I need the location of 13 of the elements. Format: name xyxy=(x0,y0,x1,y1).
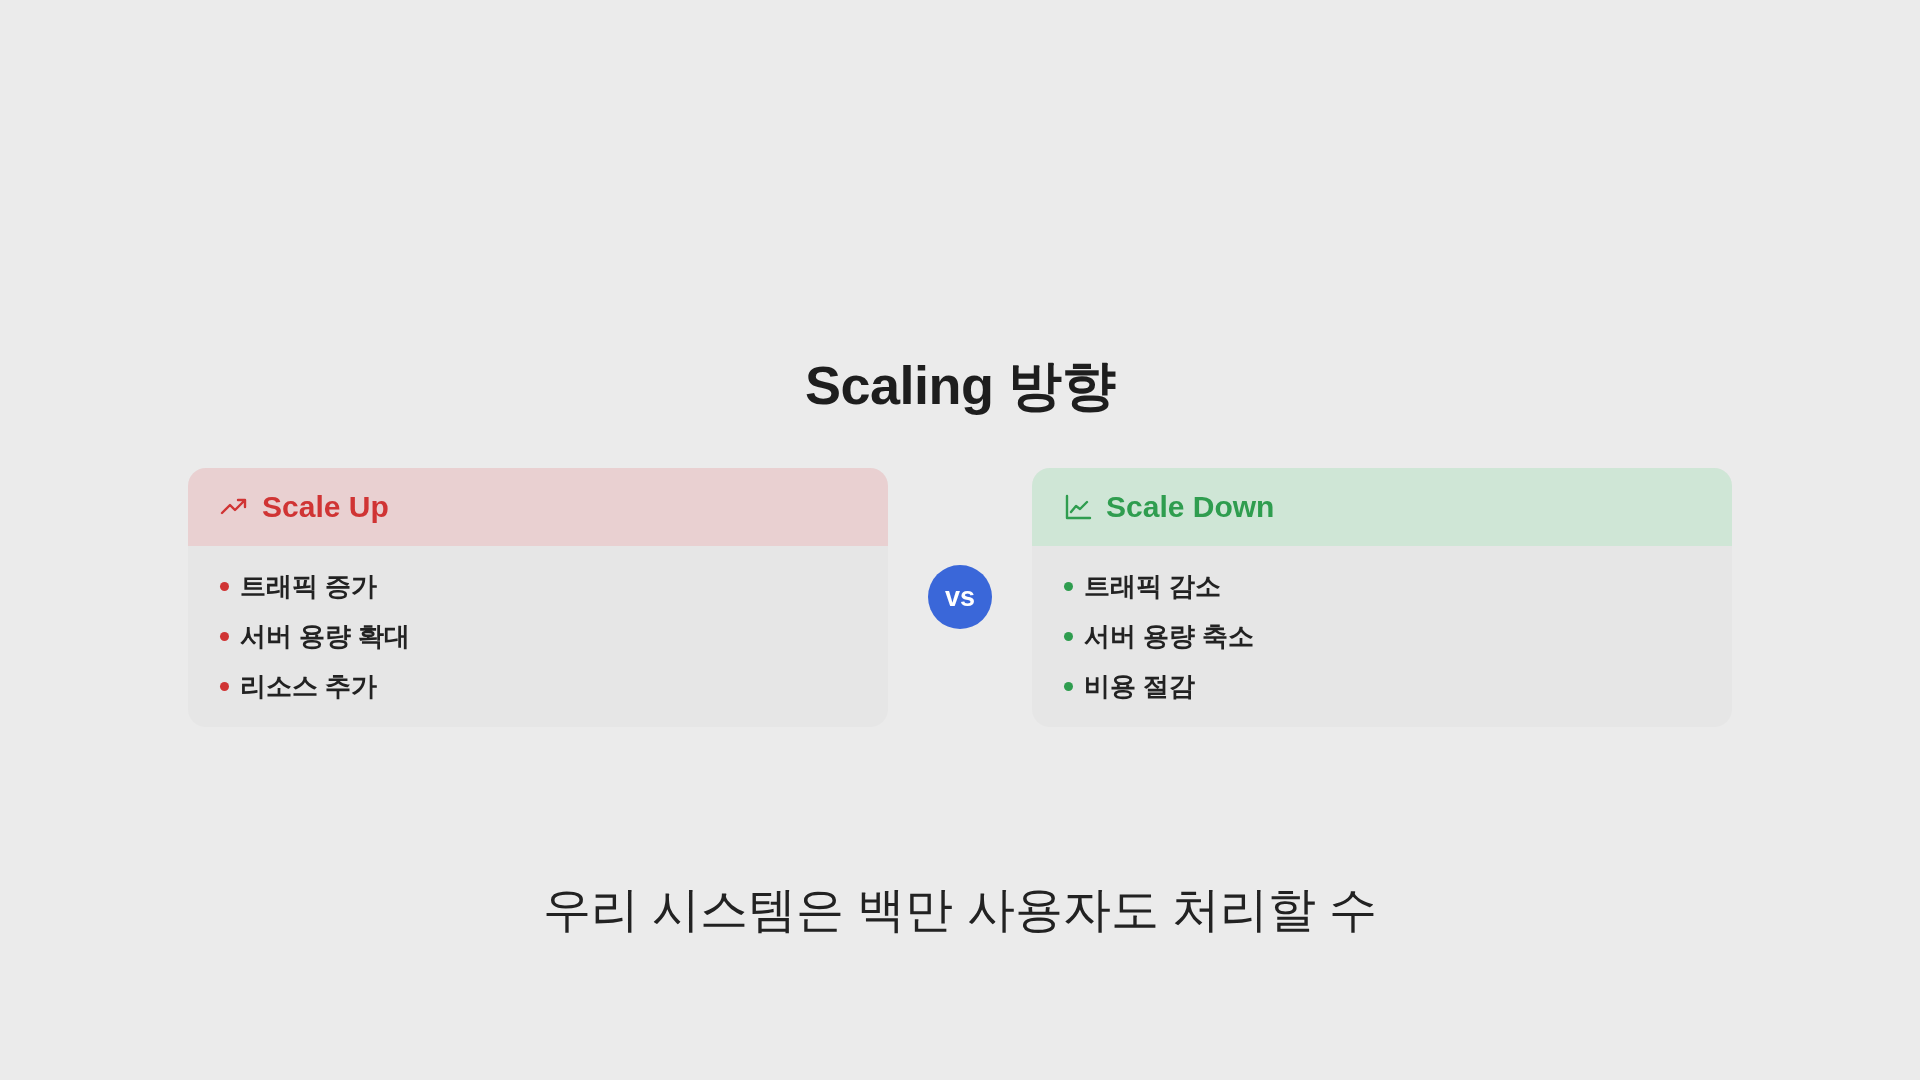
card-heading: Scale Up xyxy=(262,489,389,525)
list-item: 리소스 추가 xyxy=(240,670,378,703)
comparison-card xyxy=(188,468,888,727)
vs-circle: vs xyxy=(928,565,992,629)
list-item: 비용 절감 xyxy=(1084,670,1196,703)
title: Scaling 방향 xyxy=(804,355,1116,415)
list-item: 트래픽 감소 xyxy=(1084,570,1222,603)
comparison-card xyxy=(1032,468,1732,727)
caption: 우리 시스템은 백만 사용자도 처리할 수 xyxy=(542,883,1378,936)
list-item: 트래픽 증가 xyxy=(240,570,378,603)
card-heading: Scale Down xyxy=(1106,489,1275,525)
list-item: 서버 용량 축소 xyxy=(1084,620,1255,653)
list-item: 서버 용량 확대 xyxy=(240,620,411,653)
